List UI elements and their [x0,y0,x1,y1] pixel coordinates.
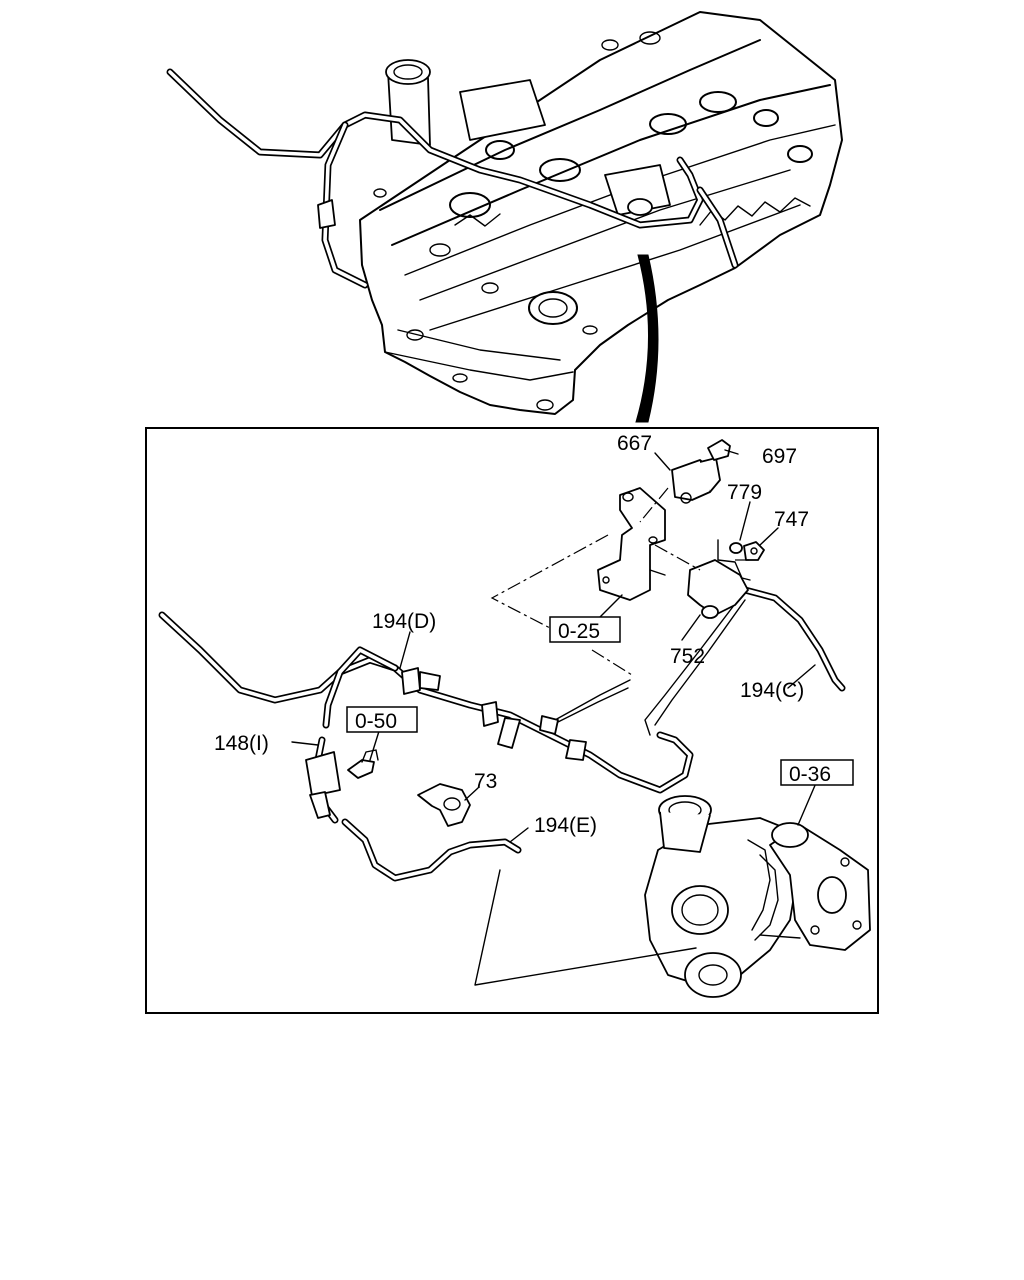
vacuum-line [551,599,746,736]
nut-747 [743,541,765,561]
label-667: 667 [617,432,652,455]
hose-194-d [158,611,694,794]
label-73: 73 [474,770,497,793]
dash-leader-2 [654,544,701,571]
vsv-667 [671,457,721,504]
bracket-752 [687,539,751,619]
label-747: 747 [774,508,809,531]
leader-lines [291,449,817,986]
dash-leader-3 [591,649,633,676]
turbocharger-illustration [644,795,871,998]
dash-leader-4 [490,534,609,629]
label-194-d: 194(D) [372,610,436,633]
bracket-assembly [597,487,666,601]
label-752: 752 [670,645,705,668]
ref-label-0-50: 0-50 [355,710,397,733]
dash-leader-1 [639,487,669,523]
label-779: 779 [727,481,762,504]
clip-73 [417,783,471,827]
hose-194-e [341,818,522,882]
label-194-c: 194(C) [740,679,804,702]
label-697: 697 [762,445,797,468]
washer-779 [729,542,743,554]
ref-box-0-36 [780,759,854,786]
hose-194-c [741,586,846,692]
label-148-i: 148(I) [214,732,269,755]
detail-pointer [635,254,659,423]
detail-frame [145,427,879,1014]
hose-clamps [401,667,587,761]
pipe-148-i [305,736,341,824]
ref-label-0-25: 0-25 [558,620,600,643]
ref-box-0-25 [549,616,621,643]
engine-cylinder-head-illustration [166,11,843,415]
ref-box-0-50 [346,706,418,733]
bolt-0-50 [347,749,379,779]
ref-label-0-36: 0-36 [789,763,831,786]
label-194-e: 194(E) [534,814,597,837]
